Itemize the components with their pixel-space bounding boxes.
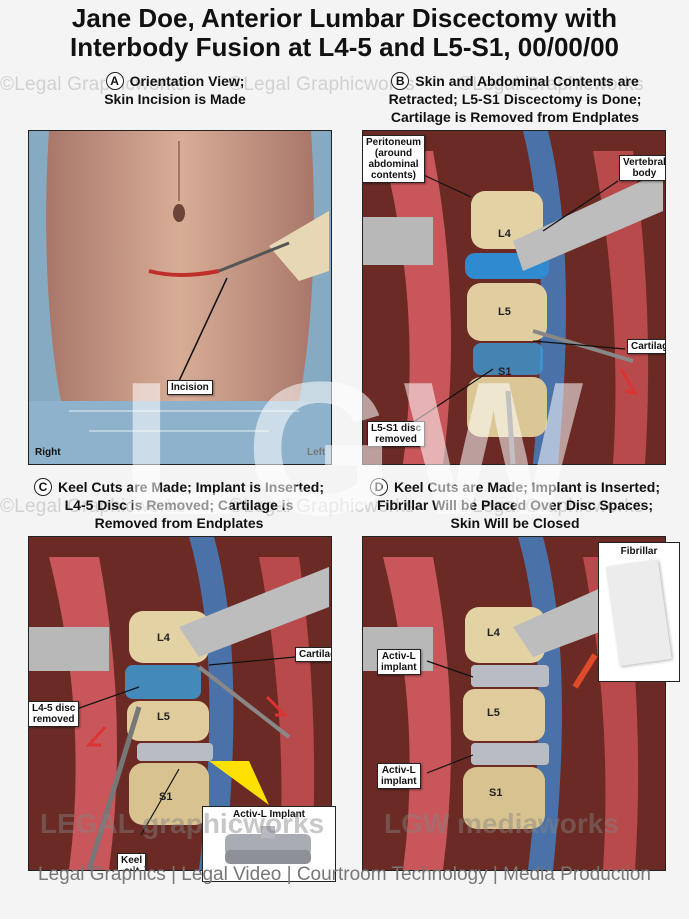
placement-arrow (572, 653, 598, 689)
vertebra-s1 (463, 767, 545, 829)
panel-d-implants: L4 L5 S1 Activ-L implant Activ-L implant (362, 536, 666, 871)
page-title: Jane Doe, Anterior Lumbar Discectomy wit… (0, 4, 689, 62)
title-line-1: Jane Doe, Anterior Lumbar Discectomy wit… (71, 3, 618, 33)
disc-space-l5-s1 (473, 343, 543, 375)
l5-label: L5 (498, 306, 511, 318)
direction-arrow (85, 726, 107, 747)
rongeur (86, 706, 142, 870)
vertebra-l4 (465, 607, 545, 663)
s1-label: S1 (159, 791, 173, 803)
vertebra-l4 (471, 191, 543, 249)
implant-inset-title: Activ-L Implant (232, 809, 306, 820)
keel-cut-label: Keel cut (117, 853, 147, 870)
panel-b-l5s1-discectomy: L4 L5 S1 Peritoneum (around abdominal co… (362, 130, 666, 465)
l5-label: L5 (157, 711, 170, 723)
implant-illustration (225, 826, 311, 864)
panel-letter-a: A (105, 72, 124, 90)
implant-inset: Activ-L Implant (202, 806, 336, 882)
panel-letter-d: D (369, 478, 388, 496)
panel-a-abdomen: Incision Right Left (28, 130, 332, 465)
spine-illustration-b (363, 131, 665, 464)
cartilage-label: Cartilage (627, 339, 665, 354)
implant-l5-s1 (137, 743, 213, 761)
vertebra-l5 (127, 701, 209, 741)
brand-right: LGW mediaworks (384, 808, 619, 839)
spine-illustration-d (363, 537, 665, 870)
scalpel (218, 241, 290, 273)
navel (173, 204, 185, 222)
retractor-right (179, 567, 329, 657)
vertebra-s1 (129, 763, 209, 825)
l4-label: L4 (498, 228, 511, 240)
implant-l5-s1 (471, 743, 549, 765)
retractor-left (29, 627, 109, 671)
disc-space-l4-5 (125, 665, 201, 699)
l45-disc-removed-label: L4-5 disc removed (29, 701, 80, 727)
cartilage-label: Cartilage (295, 647, 331, 662)
right-side-label: Right (35, 447, 61, 458)
vertebra-l5 (463, 689, 545, 741)
curette (532, 329, 634, 363)
implant-l4-5 (471, 665, 549, 687)
retractor-right (513, 171, 663, 271)
retractor-right (513, 587, 613, 657)
peritoneum-label: Peritoneum (around abdominal contents) (363, 135, 426, 183)
fibrillar-label: Fibrillar (620, 546, 658, 557)
gloved-hand (269, 211, 329, 281)
title-line-2: Interbody Fusion at L4-5 and L5-S1, 00/0… (69, 32, 620, 62)
panel-letter-c: C (33, 478, 52, 496)
l5-label: L5 (487, 707, 500, 719)
panel-letter-b: B (391, 72, 410, 90)
vertebral-body-label: Vertebral body (619, 155, 665, 181)
activl-implant-label-2: Activ-L implant (377, 763, 421, 789)
callout-pointer (209, 761, 269, 805)
l4-label: L4 (487, 627, 500, 639)
curette (197, 665, 291, 739)
footer: Legal Graphics | Legal Video | Courtroom… (38, 864, 651, 885)
abdomen-illustration (29, 131, 331, 464)
activl-implant-label-1: Activ-L implant (377, 649, 421, 675)
l5s1-disc-removed-label: L5-S1 disc removed (367, 421, 426, 447)
l4-label: L4 (157, 632, 170, 644)
left-side-label: Left (307, 447, 326, 458)
direction-arrow (619, 368, 638, 396)
brand-left: LEGAL graphicworks (40, 808, 325, 839)
s1-label: S1 (489, 787, 503, 799)
rongeur (505, 390, 516, 464)
retractor-left (363, 217, 433, 265)
fibrillar-pad (606, 559, 672, 667)
vertebra-l5 (467, 283, 547, 341)
fibrillar-inset: Fibrillar (598, 542, 680, 682)
s1-label: S1 (498, 366, 512, 378)
incision-label: Incision (167, 380, 213, 395)
direction-arrow (265, 695, 289, 717)
skin-incision (148, 269, 220, 277)
